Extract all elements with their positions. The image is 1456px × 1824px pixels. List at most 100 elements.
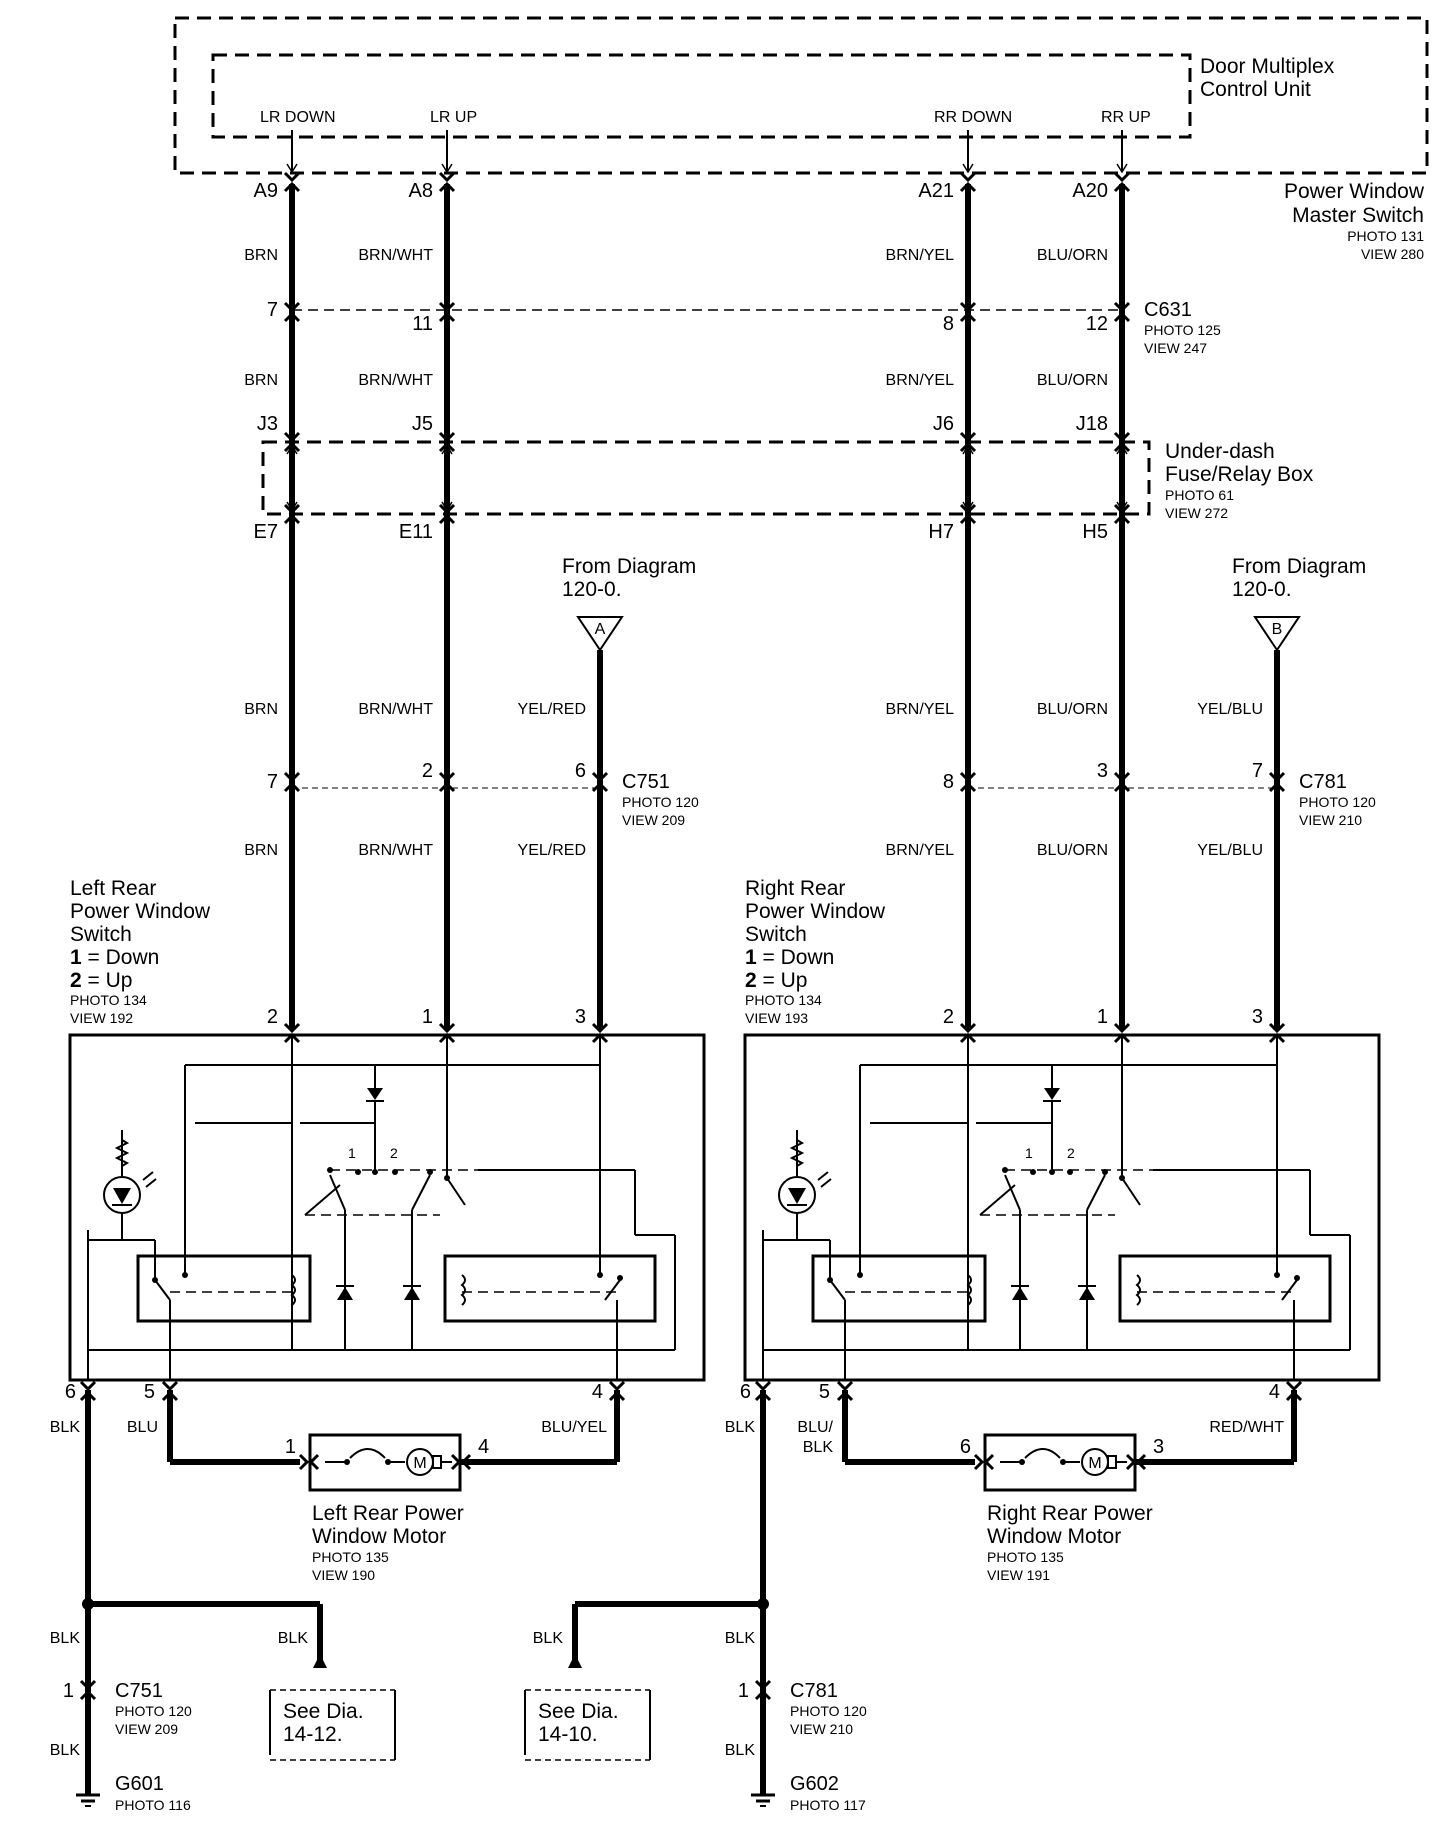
from-a-label-2: 120-0. <box>562 578 622 601</box>
svg-text:2 = Up: 2 = Up <box>745 969 807 992</box>
right-switch-pin: 4 <box>1269 1381 1280 1403</box>
wire-color-label: BLK <box>725 1742 756 1759</box>
wire-color-label: BLK <box>50 1419 81 1436</box>
master-switch-title: Power Window <box>1284 180 1425 203</box>
left-ground-name: G601 <box>115 1773 164 1795</box>
c781-name: C781 <box>1299 771 1347 793</box>
c781-pin: 7 <box>1252 760 1263 782</box>
right-motor-view: VIEW 191 <box>987 1567 1050 1583</box>
left-motor-pin: 4 <box>478 1436 489 1458</box>
fusebox-pin: J6 <box>933 413 954 435</box>
c751-view: VIEW 209 <box>622 812 685 828</box>
master-switch-view: VIEW 280 <box>1361 246 1424 262</box>
master-switch-photo: PHOTO 131 <box>1347 228 1424 244</box>
fusebox-pin: H5 <box>1082 521 1108 543</box>
c781-pin: 3 <box>1097 760 1108 782</box>
main-wires <box>289 184 1280 1030</box>
wire-color-label: BRN/WHT <box>358 701 433 718</box>
c781-pin: 8 <box>943 771 954 793</box>
pin-a20: A20 <box>1072 180 1108 202</box>
see-diagram-box-left <box>269 1689 396 1761</box>
wire-color-label: BRN/WHT <box>358 247 433 264</box>
c751-name: C751 <box>622 771 670 793</box>
right-switch-box <box>743 1022 1381 1382</box>
svg-text:Left Rear: Left Rear <box>70 877 156 900</box>
from-a-marker <box>576 616 624 652</box>
wire-color-label: BLK <box>725 1419 756 1436</box>
c631-pin: 8 <box>943 313 954 335</box>
c781-view: VIEW 210 <box>1299 812 1362 828</box>
left-switch-pin: 1 <box>422 1006 433 1028</box>
wire-color-label: BRN/WHT <box>358 842 433 859</box>
see-diagram-box-right <box>524 1689 651 1761</box>
left-motor-view: VIEW 190 <box>312 1567 375 1583</box>
right-switch-pin: 2 <box>943 1006 954 1028</box>
right-switch-position-2: 2 <box>1067 1145 1075 1161</box>
fusebox-box <box>261 440 1151 516</box>
fusebox-pin: H7 <box>928 521 954 543</box>
left-switch-pin: 6 <box>65 1381 76 1403</box>
from-b-marker-letter: B <box>1272 621 1283 638</box>
from-a-marker-letter: A <box>595 621 606 638</box>
dmcu-internal-feeds <box>286 130 1128 173</box>
left-switch-position-2: 2 <box>390 1145 398 1161</box>
svg-text:Power Window: Power Window <box>745 900 886 923</box>
dmcu-lr-down: LR DOWN <box>260 109 336 126</box>
c631-pin: 12 <box>1086 313 1108 335</box>
pin-a21: A21 <box>918 180 954 202</box>
wire-color-label: BLK <box>50 1742 81 1759</box>
dmcu-box <box>211 53 1192 139</box>
svg-text:Right Rear: Right Rear <box>745 877 845 900</box>
from-a-label: From Diagram <box>562 555 696 578</box>
right-switch-pin: 3 <box>1252 1006 1263 1028</box>
wire-color-label: BRN/YEL <box>886 247 955 264</box>
right-motor-photo: PHOTO 135 <box>987 1549 1064 1565</box>
left-switch-box <box>68 1022 706 1382</box>
c751-pin: 6 <box>575 760 586 782</box>
svg-text:Switch: Switch <box>745 923 807 946</box>
c751-photo: PHOTO 120 <box>622 794 699 810</box>
right-switch-pin: 5 <box>819 1381 830 1403</box>
c631-photo: PHOTO 125 <box>1144 322 1221 338</box>
c631-pin: 11 <box>412 313 433 335</box>
svg-text:VIEW 192: VIEW 192 <box>70 1010 133 1026</box>
left-motor-title: Left Rear Power <box>312 1502 464 1525</box>
wire-color-label: BLU/ORN <box>1037 701 1108 718</box>
wire-color-label: BLK <box>725 1630 756 1647</box>
right-ground-name: G602 <box>790 1773 839 1795</box>
wire-color-label: YEL/BLU <box>1197 701 1263 718</box>
left-switch-pin: 3 <box>575 1006 586 1028</box>
svg-text:Power Window: Power Window <box>70 900 211 923</box>
wire-color-label: RED/WHT <box>1209 1419 1284 1436</box>
from-b-label-2: 120-0. <box>1232 578 1292 601</box>
c631-pin: 7 <box>267 299 278 321</box>
wire-color-label: BLU/ <box>797 1419 833 1436</box>
from-b-marker <box>1253 616 1301 652</box>
see-diagram-left-2: 14-12. <box>283 1723 343 1746</box>
wire-color-label: YEL/RED <box>518 701 586 718</box>
right-motor <box>973 1433 1147 1492</box>
fusebox-title: Under-dash <box>1165 440 1275 463</box>
svg-text:PHOTO 134: PHOTO 134 <box>70 992 147 1008</box>
see-diagram-left: See Dia. <box>283 1700 364 1723</box>
pin-a8: A8 <box>409 180 433 202</box>
right-switch-position-1: 1 <box>1025 1145 1033 1161</box>
right-ground-pin: 1 <box>738 1680 749 1702</box>
c751-pin: 7 <box>267 771 278 793</box>
left-motor-pin: 1 <box>285 1436 296 1458</box>
left-motor-symbol: M <box>413 1455 426 1472</box>
left-switch-pin: 4 <box>592 1381 603 1403</box>
fusebox-pin: J5 <box>412 413 433 435</box>
wire-color-label: YEL/RED <box>518 842 586 859</box>
dmcu-rr-up: RR UP <box>1101 109 1151 126</box>
see-diagram-right-2: 14-10. <box>538 1723 598 1746</box>
right-ground-connector-view: VIEW 210 <box>790 1721 853 1737</box>
from-b-label: From Diagram <box>1232 555 1366 578</box>
right-ground-connector-photo: PHOTO 120 <box>790 1703 867 1719</box>
wire-color-label: BRN <box>244 842 278 859</box>
left-motor <box>298 1433 472 1492</box>
dmcu-title: Door Multiplex <box>1200 55 1335 78</box>
c781-photo: PHOTO 120 <box>1299 794 1376 810</box>
master-switch-box <box>173 16 1429 175</box>
